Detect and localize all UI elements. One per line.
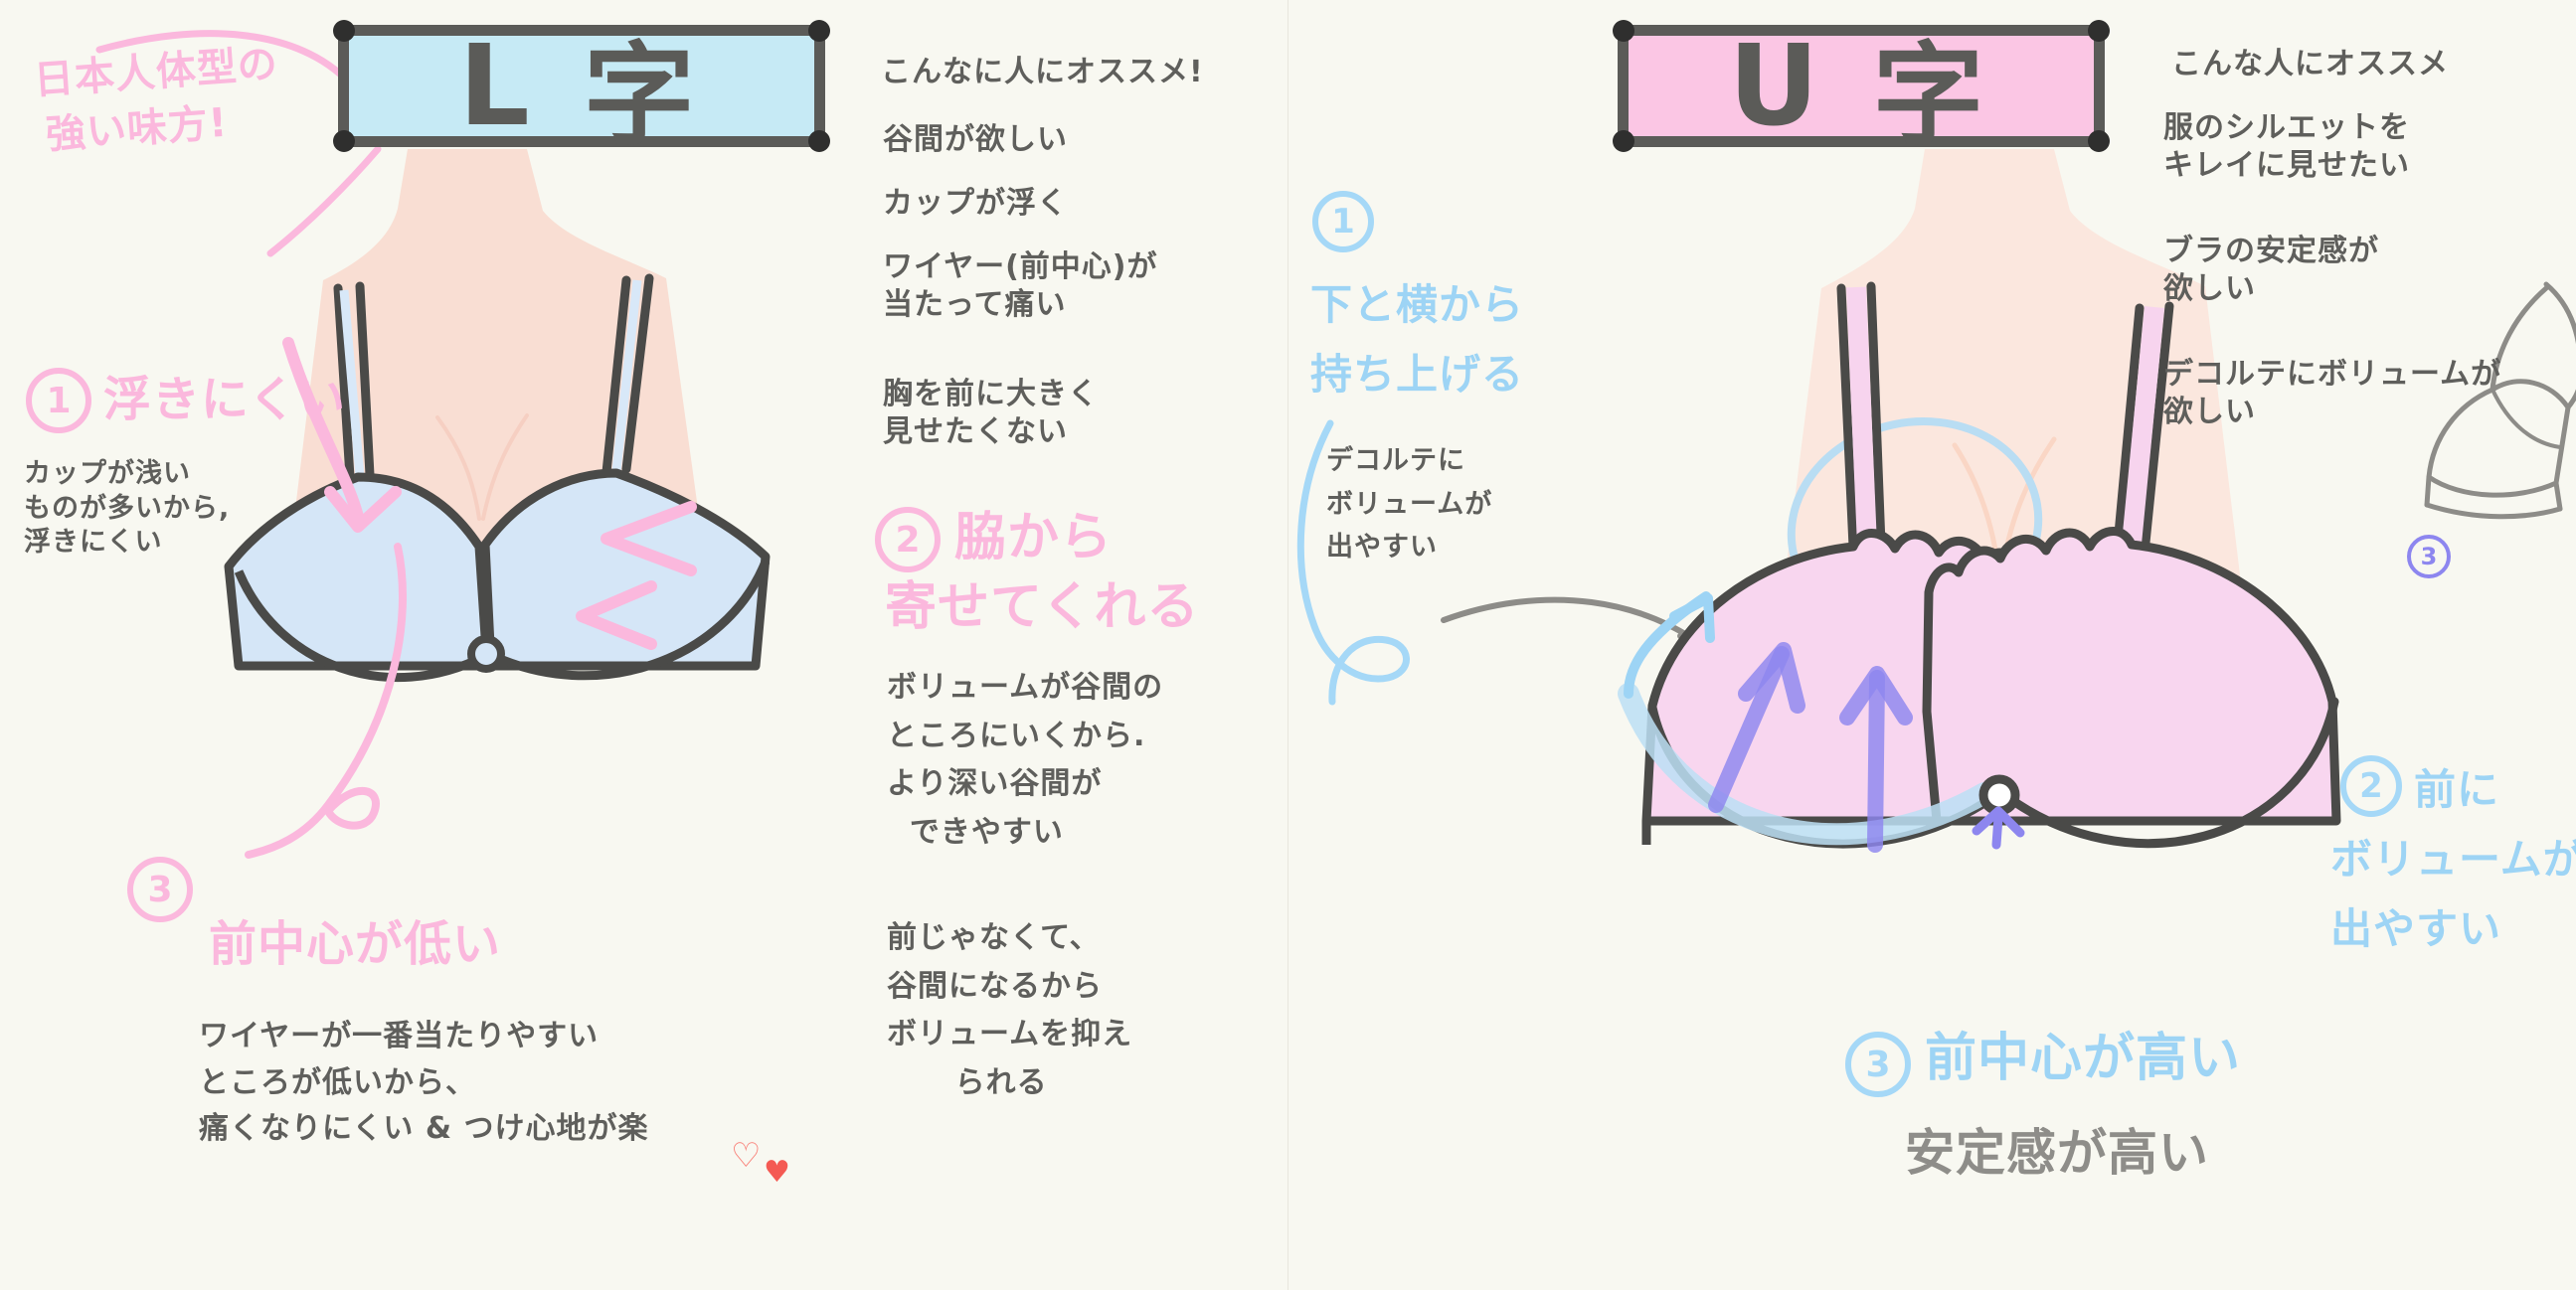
left-recommend-heading: こんなに人にオススメ! [881,55,1204,89]
left-point2-bullet-1: 前じゃなくて、 谷間になるから ボリュームを抑え られる [887,920,1133,1100]
right-recommend-item-2: デコルテにボリュームが 欲しい [2163,357,2502,430]
left-recommend-item-0: 谷間が欲しい [883,122,1068,157]
left-catchphrase-line2: 強い味方! [44,99,230,159]
decollete-arrow [1441,596,1715,671]
left-recommend-item-3: 胸を前に大きく 見せたくない [883,377,1099,450]
right-point2-title: 前に [2414,765,2500,814]
left-point3-body: ワイヤーが一番当たりやすい ところが低いから、 痛くなりにくい & つけ心地が楽 [199,1019,649,1146]
left-point1-title: 浮きにくい [103,372,347,427]
right-title-plaque: U 字 [1613,20,2110,161]
right-recommend-heading: こんな人にオススメ [2171,47,2449,81]
left-catchphrase-line1: 日本人体型の [32,41,280,104]
left-point2-title-line2: 寄せてくれる [885,577,1200,637]
right-recommend-item-1: ブラの安定感が 欲しい [2163,234,2379,307]
right-point2-body-line2: 出やすい [2330,904,2502,953]
right-title-char2: 字 [1872,31,1994,161]
heart-outline-icon: ♡ [731,1136,762,1176]
right-point1-note: デコルテに ボリュームが 出やすい [1326,445,1493,564]
left-point2-bullet-0: ボリュームが谷間の ところにいくから. より深い谷間が できやすい [887,670,1164,850]
right-point1-title-line2: 持ち上げる [1310,350,1525,399]
right-point1-title-line1: 下と横から [1310,280,1525,329]
left-point3-badge: 3 [127,857,193,922]
left-panel-l-type: 日本人体型の 強い味方! L 字 [0,0,1288,1290]
right-point1-badge: 1 [1312,191,1374,252]
right-panel-u-type: U 字 1 下と横から 持ち上げる デコルテに ボリュームが 出やすい [1288,0,2576,1290]
right-point3-title: 前中心が高い [1925,1029,2242,1088]
left-point1-body: カップが浅い ものが多いから, 浮きにくい [24,458,231,559]
left-point2-title-line1: 脇から [954,508,1114,567]
right-gore-height-marker: 3 [2407,535,2451,578]
left-recommend-item-1: カップが浮く [883,186,1068,221]
right-point2-badge: 2 [2340,755,2402,817]
left-point1-badge: 1 [26,368,91,433]
right-point3-subtitle: 安定感が高い [1905,1124,2209,1182]
right-point2-body-line1: ボリュームが [2330,835,2576,884]
left-point3-title: 前中心が低い [209,916,502,972]
right-point3-badge: 3 [1845,1032,1911,1097]
left-title-char1: L [458,21,540,151]
left-recommend-item-2: ワイヤー(前中心)が 当たって痛い [883,249,1158,323]
right-title-char1: U [1728,21,1829,151]
left-title-char2: 字 [583,31,705,161]
heart-filled-icon: ♥ [764,1155,790,1190]
left-title-plaque: L 字 [333,20,830,161]
left-point2-badge: 2 [875,507,941,572]
right-recommend-item-0: 服のシルエットを キレイに見せたい [2163,110,2410,184]
